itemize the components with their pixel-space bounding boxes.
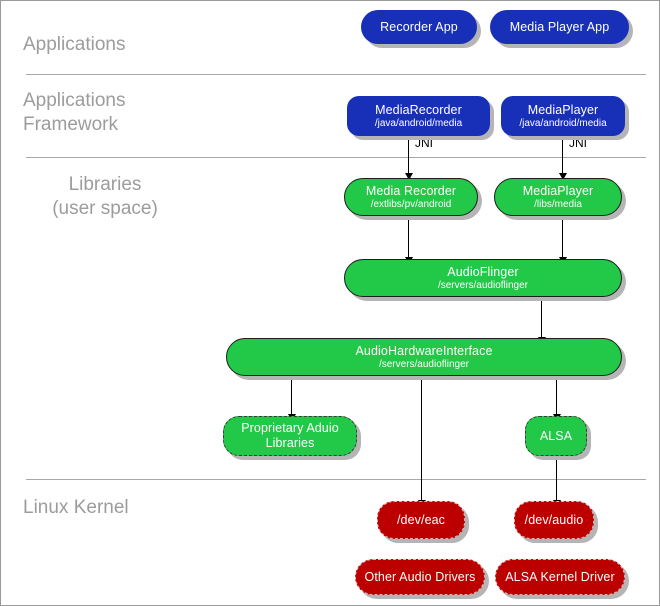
node-media-player-app-title: Media Player App: [509, 19, 610, 34]
node-mediarecorder-framework-sub: /java/android/media: [374, 117, 463, 129]
node-mediaplayer-lib-title: MediaPlayer: [522, 183, 594, 198]
layer-label-libraries: Libraries (user space): [52, 174, 158, 219]
node-mediaplayer-lib[interactable]: MediaPlayer /libs/media: [494, 178, 622, 216]
node-audiohardwareinterface-title: AudioHardwareInterface: [355, 343, 493, 358]
node-mediaplayer-framework[interactable]: MediaPlayer /java/android/media: [501, 96, 625, 136]
node-other-audio-drivers[interactable]: Other Audio Drivers: [355, 559, 485, 595]
node-dev-eac-title: /dev/eac: [396, 512, 446, 527]
node-alsa[interactable]: ALSA: [525, 416, 587, 456]
arrowhead-mediaplayer-jni: [558, 173, 567, 180]
connector-alsa-to-dev-audio: [556, 457, 557, 504]
connector-mediaplayer-to-audioflinger: [562, 219, 563, 261]
node-recorder-app-title: Recorder App: [380, 19, 458, 34]
node-dev-audio-title: /dev/audio: [524, 512, 584, 527]
node-proprietary-audio-libraries-title: Proprietary Aduio: [241, 421, 339, 435]
divider-framework: [26, 157, 646, 158]
connector-ahi-to-dev-eac: [421, 376, 422, 504]
node-mediarecorder-framework[interactable]: MediaRecorder /java/android/media: [347, 96, 490, 136]
layer-label-linux-kernel: Linux Kernel: [23, 497, 129, 518]
connector-mediarecorder-to-audioflinger: [408, 219, 409, 261]
node-mediaplayer-framework-sub: /java/android/media: [519, 117, 607, 129]
node-audiohardwareinterface[interactable]: AudioHardwareInterface /servers/audiofli…: [226, 338, 622, 376]
connector-ahi-to-alsa: [556, 376, 557, 418]
arrowhead-mediarecorder-jni: [404, 173, 413, 180]
connector-ahi-to-proprietary-libs: [291, 376, 292, 418]
node-dev-audio[interactable]: /dev/audio: [514, 501, 594, 539]
connector-mediaplayer-jni: [562, 139, 563, 177]
node-audioflinger-title: AudioFlinger: [447, 264, 519, 279]
node-mediaplayer-framework-title: MediaPlayer: [527, 102, 599, 117]
node-audiohardwareinterface-sub: /servers/audioflinger: [378, 358, 470, 370]
node-recorder-app[interactable]: Recorder App: [361, 10, 477, 44]
layer-label-applications-framework: Applications Framework: [23, 90, 126, 135]
node-mediaplayer-lib-sub: /libs/media: [534, 198, 582, 210]
node-alsa-kernel-driver[interactable]: ALSA Kernel Driver: [495, 559, 625, 595]
layer-label-applications: Applications: [23, 34, 126, 55]
node-other-audio-drivers-title: Other Audio Drivers: [364, 569, 476, 584]
node-audioflinger[interactable]: AudioFlinger /servers/audioflinger: [344, 259, 622, 297]
node-media-recorder-lib-title: Media Recorder: [365, 183, 457, 198]
node-proprietary-audio-libraries-sub: Libraries: [265, 436, 315, 450]
divider-applications: [26, 74, 646, 75]
divider-libraries: [26, 479, 646, 480]
node-dev-eac[interactable]: /dev/eac: [377, 501, 465, 539]
node-media-recorder-lib[interactable]: Media Recorder /extlibs/pv/android: [344, 178, 478, 216]
node-audioflinger-sub: /servers/audioflinger: [437, 279, 529, 291]
node-mediarecorder-framework-title: MediaRecorder: [375, 102, 462, 117]
node-media-player-app[interactable]: Media Player App: [490, 10, 629, 44]
node-proprietary-audio-libraries[interactable]: Proprietary Aduio Libraries: [223, 416, 357, 456]
node-media-recorder-lib-sub: /extlibs/pv/android: [370, 198, 452, 210]
node-alsa-title: ALSA: [539, 428, 573, 443]
connector-audioflinger-to-ahi: [541, 299, 542, 341]
connector-mediarecorder-jni: [408, 139, 409, 177]
node-alsa-kernel-driver-title: ALSA Kernel Driver: [505, 569, 615, 584]
